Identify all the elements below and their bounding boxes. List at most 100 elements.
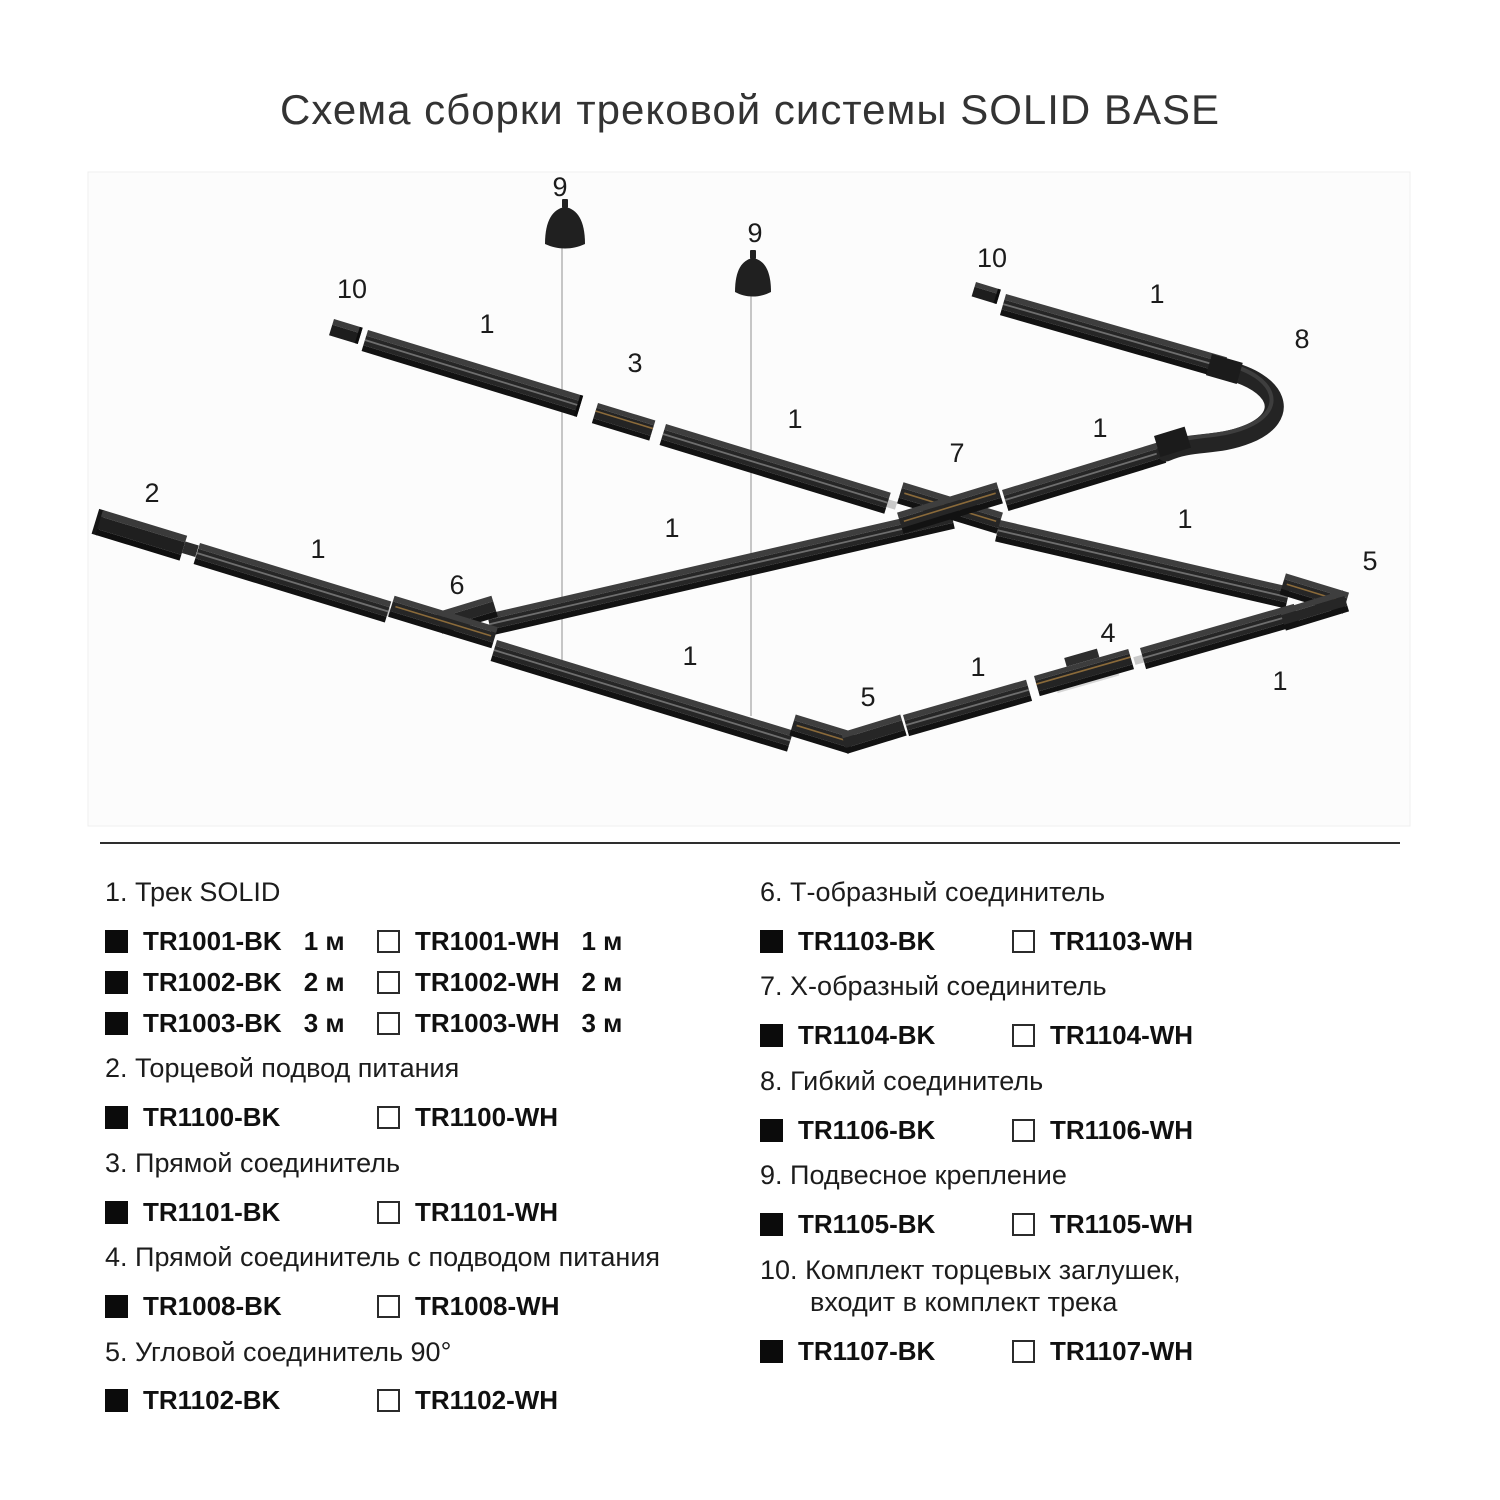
part-number-label: 1 (787, 404, 802, 434)
power-straight-connector (1034, 648, 1134, 697)
white-swatch (377, 970, 400, 994)
part-number-label: 1 (970, 652, 985, 682)
product-code: TR1105-BK (798, 1209, 936, 1240)
product-code: TR1104-BK (798, 1020, 936, 1051)
part-group-end-cap-kit: 10. Комплект торцевых заглушек,входит в … (760, 1254, 1440, 1367)
part-title: 2. Торцевой подвод питания (105, 1053, 460, 1084)
track-solid (193, 543, 398, 623)
part-title: 1. Трек SOLID (105, 877, 281, 907)
product-code: TR1102-BK (143, 1385, 281, 1416)
part-number-label: 4 (1100, 618, 1115, 648)
variant-bk: TR1100-BK (105, 1102, 377, 1133)
part-group-x-connector: 7. Х-образный соединитель TR1104-BK TR11… (760, 970, 1440, 1050)
track-solid (659, 424, 898, 514)
part-number-label: 10 (977, 243, 1007, 273)
part-group-t-connector: 6. Т-образный соединитель TR1103-BK TR11… (760, 876, 1440, 956)
part-number-label: 5 (860, 682, 875, 712)
white-swatch (377, 1011, 400, 1035)
variant-bk: TR1001-BK 1 м (105, 926, 377, 957)
track-solid (1002, 441, 1173, 512)
variant-wh: TR1103-WH (1012, 926, 1264, 957)
part-title: 4. Прямой соединитель с подводом питания (105, 1242, 661, 1273)
variant-wh: TR1104-WH (1012, 1020, 1264, 1051)
black-swatch (105, 1389, 128, 1413)
part-number-label: 1 (310, 534, 325, 564)
parts-column-right: 6. Т-образный соединитель TR1103-BK TR11… (760, 876, 1440, 1430)
part-title: 10. Комплект торцевых заглушек,входит в … (760, 1254, 1440, 1319)
product-code: TR1003-WH (415, 1007, 560, 1038)
part-title: 7. Х-образный соединитель (760, 971, 1107, 1002)
product-code: TR1107-WH (1050, 1335, 1194, 1366)
end-power-feed (91, 508, 199, 561)
part-number-label: 8 (1294, 324, 1309, 354)
variant-wh: TR1107-WH (1012, 1336, 1264, 1367)
variant-bk: TR1104-BK (760, 1020, 1012, 1051)
variant-wh: TR1100-WH (377, 1102, 649, 1133)
length-label: 2 м (303, 966, 345, 997)
variant-row: TR1008-BK TR1008-WH (105, 1291, 760, 1322)
black-swatch (760, 929, 783, 953)
part-number-label: 1 (1092, 413, 1107, 443)
variant-wh: TR1101-WH (377, 1197, 649, 1228)
part-number-label: 1 (479, 309, 494, 339)
part-group-flex-connector: 8. Гибкий соединитель TR1106-BK TR1106-W… (760, 1065, 1440, 1145)
pendant-mount (545, 199, 585, 249)
product-code: TR1106-WH (1050, 1114, 1194, 1145)
part-number-label: 9 (747, 218, 762, 248)
black-swatch (105, 970, 128, 994)
variant-bk: TR1107-BK (760, 1336, 1012, 1367)
part-title: 6. Т-образный соединитель (760, 877, 1106, 907)
variant-row: TR1104-BK TR1104-WH (760, 1020, 1440, 1051)
black-swatch (105, 1200, 128, 1224)
part-title: 3. Прямой соединитель (105, 1147, 401, 1178)
variant-bk: TR1103-BK (760, 926, 1012, 957)
product-code: TR1103-WH (1050, 925, 1194, 956)
divider (100, 842, 1400, 844)
part-number-label: 1 (664, 513, 679, 543)
variant-row: TR1103-BK TR1103-WH (760, 926, 1440, 956)
length-label: 3 м (303, 1007, 345, 1038)
pendant-mount (735, 250, 771, 297)
black-swatch (105, 929, 128, 953)
product-code: TR1107-BK (798, 1335, 936, 1366)
black-swatch (760, 1118, 783, 1142)
product-code: TR1106-BK (798, 1114, 936, 1145)
part-number-label: 2 (144, 478, 159, 508)
track-solid (487, 507, 955, 636)
white-swatch (377, 1295, 400, 1319)
white-swatch (1012, 1339, 1035, 1363)
part-title-line2: входит в комплект трека (810, 1286, 1118, 1317)
part-number-label: 1 (682, 641, 697, 671)
black-swatch (760, 1339, 783, 1363)
length-label: 1 м (303, 925, 345, 956)
straight-connector (591, 403, 656, 441)
product-code: TR1001-BK (143, 925, 282, 956)
part-group-corner-connector: 5. Угловой соединитель 90° TR1102-BK TR1… (105, 1336, 760, 1416)
variant-bk: TR1102-BK (105, 1385, 377, 1416)
variant-row: TR1102-BK TR1102-WH (105, 1385, 760, 1416)
end-cap (329, 319, 363, 345)
black-swatch (105, 1011, 128, 1035)
part-number-label: 6 (449, 570, 464, 600)
part-number-label: 1 (1149, 279, 1164, 309)
part-group-straight-connector: 3. Прямой соединитель TR1101-BK TR1101-W… (105, 1147, 760, 1227)
x-connector (897, 482, 1003, 534)
variant-wh: TR1106-WH (1012, 1115, 1264, 1146)
product-code: TR1105-WH (1050, 1209, 1194, 1240)
variant-row: TR1100-BK TR1100-WH (105, 1102, 760, 1133)
product-code: TR1101-WH (415, 1196, 559, 1227)
variant-wh: TR1008-WH (377, 1291, 649, 1322)
product-code: TR1001-WH (415, 925, 560, 956)
part-number-label: 9 (552, 172, 567, 202)
part-title: 5. Угловой соединитель 90° (105, 1336, 452, 1367)
product-code: TR1100-WH (415, 1102, 559, 1133)
track-solid (903, 679, 1033, 737)
variant-bk: TR1101-BK (105, 1197, 377, 1228)
